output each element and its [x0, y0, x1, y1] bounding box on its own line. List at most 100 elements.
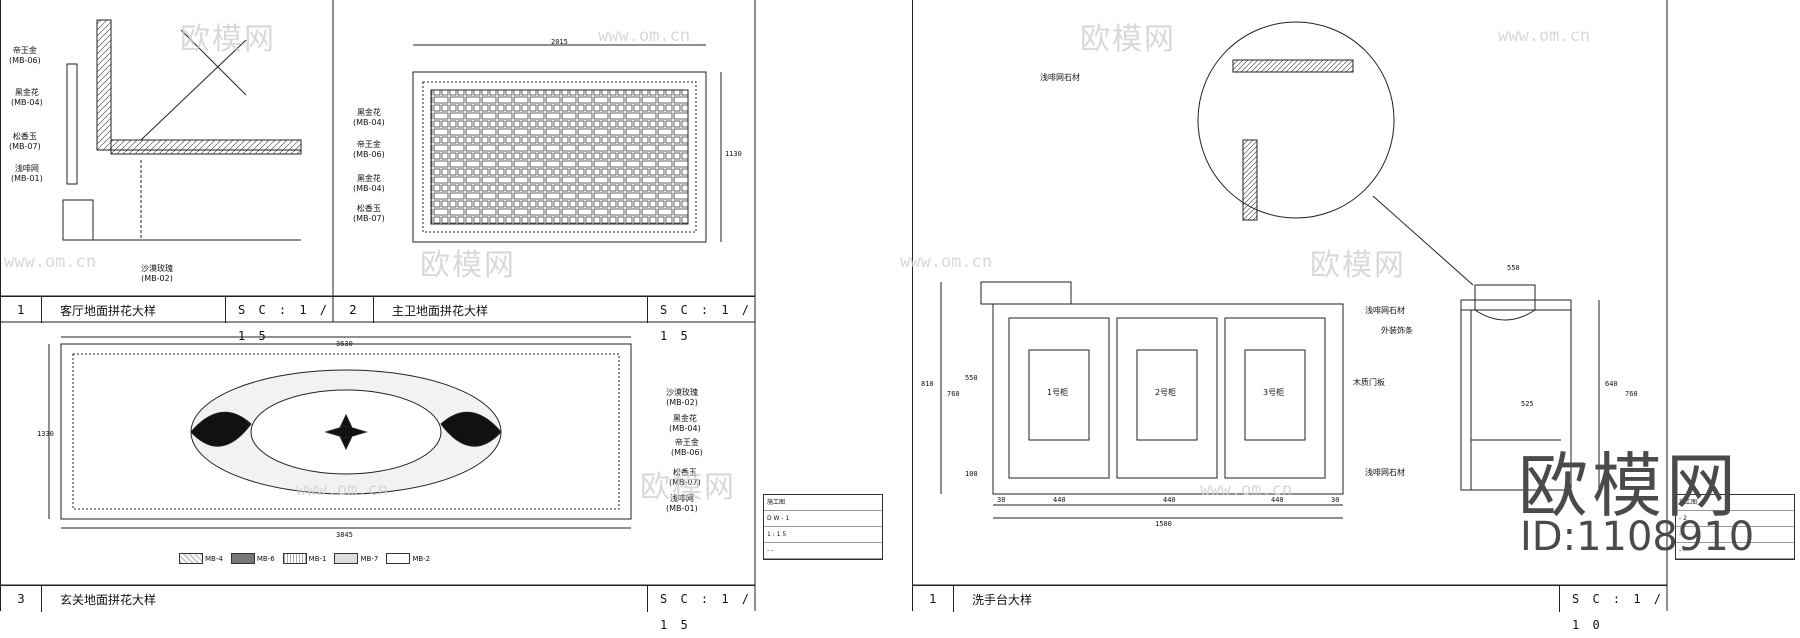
panel3-number: 3 — [1, 586, 42, 612]
panel2-number: 2 — [333, 297, 374, 323]
right-panel1-number: 1 — [913, 586, 954, 612]
label-p2-2: 黑金花(MB-04) — [353, 174, 385, 193]
dim-bottom: 440 — [1053, 496, 1066, 504]
panel1-title: 客厅地面拼花大样 — [60, 303, 157, 318]
dim-bottom: 30 — [997, 496, 1006, 504]
legend-swatch — [334, 553, 359, 564]
watermark-brand: 欧模网 — [1080, 22, 1176, 57]
p3-dim-top: 3630 — [336, 340, 353, 348]
watermark-brand: 欧模网 — [1310, 248, 1406, 283]
label-p1-3: 浅啡网(MB-01) — [11, 164, 43, 183]
brand-logo-text: 欧模网 — [1518, 445, 1740, 527]
panel1-scale: S C : 1 / 1 5 — [225, 297, 333, 343]
panel3-drawing — [48, 336, 632, 529]
legend-swatch — [230, 553, 255, 564]
label-p1-2: 松香玉(MB-07) — [9, 132, 41, 151]
dim-left: 550 — [965, 374, 978, 382]
panel1-drawing — [62, 19, 302, 241]
watermark-url: www.om.cn — [598, 26, 691, 46]
label-p2-0: 黑金花(MB-04) — [353, 108, 385, 127]
watermark-brand: 欧模网 — [640, 470, 736, 505]
label-p3-4: 浅啡网(MB-01) — [666, 494, 698, 513]
legend-item: MB-1 — [282, 553, 326, 564]
panel3-title: 玄关地面拼花大样 — [60, 592, 157, 607]
sheet-gap — [888, 0, 912, 611]
label-stone-side: 浅啡网石材 — [1365, 306, 1405, 315]
dim-side-inner: 525 — [1521, 400, 1534, 408]
label-p1-4: 沙漠玫瑰(MB-02) — [141, 264, 173, 283]
panel1-title-bar: 1 客厅地面拼花大样 S C : 1 / 1 5 — [1, 296, 333, 343]
legend-swatch — [179, 553, 203, 564]
watermark-brand: 欧模网 — [180, 22, 276, 57]
right-drawing-sheet: 浅啡网石材 浅啡网石材 外装饰条 木质门板 浅啡网石材 1号柜 2号柜 3号柜 … — [912, 0, 1800, 632]
tb-row: D W - 1 — [764, 511, 882, 527]
left-sheet-lines — [1, 0, 756, 611]
dim-bottom: 440 — [1163, 496, 1176, 504]
label-p1-0: 帝王金(MB-06) — [9, 46, 41, 65]
label-stone-top: 浅啡网石材 — [1040, 73, 1080, 82]
right-panel1-scale: S C : 1 / 1 0 — [1559, 586, 1667, 632]
tb-row: 施工图 — [764, 495, 882, 511]
label-p1-1: 黑金花(MB-04) — [11, 88, 43, 107]
dim-left: 760 — [947, 390, 960, 398]
vanity-front-elevation — [940, 281, 1344, 519]
label-door-panel: 木质门板 — [1353, 378, 1385, 387]
drawer-label-1: 1号柜 — [1047, 388, 1069, 397]
legend-item: MB-6 — [230, 553, 275, 564]
p2-dim-right: 1130 — [725, 150, 742, 158]
panel3-scale: S C : 1 / 1 5 — [647, 586, 755, 632]
panel2-drawing — [412, 44, 722, 243]
right-title-block: 施工图 - 2 - - - - — [1675, 494, 1795, 560]
watermark-url: www.om.cn — [296, 480, 389, 500]
label-p3-0: 沙漠玫瑰(MB-02) — [666, 388, 698, 407]
p2-dim-top: 2015 — [551, 38, 568, 46]
watermark-brand: 欧模网 — [420, 248, 516, 283]
drawer-label-3: 3号柜 — [1263, 388, 1285, 397]
tb-row: - 2 — [1676, 511, 1794, 527]
panel2-scale: S C : 1 / 1 5 — [647, 297, 755, 343]
left-drawing-sheet: 帝王金(MB-06) 黑金花(MB-04) 松香玉(MB-07) 浅啡网(MB-… — [0, 0, 890, 632]
tb-row: 施工图 — [1676, 495, 1794, 511]
label-trim: 外装饰条 — [1381, 326, 1413, 335]
dim-total: 1500 — [1155, 520, 1172, 528]
right-panel1-title: 洗手台大样 — [972, 592, 1033, 607]
vanity-side-section — [1460, 284, 1600, 491]
legend-swatch — [386, 553, 411, 564]
label-stone-base: 浅啡网石材 — [1365, 468, 1405, 477]
panel2-title: 主卫地面拼花大样 — [392, 303, 489, 318]
dim-side-top: 550 — [1507, 264, 1520, 272]
tb-row: - - — [764, 543, 882, 559]
watermark-url: www.om.cn — [1498, 26, 1591, 46]
label-p3-1: 黑金花(MB-04) — [669, 414, 701, 433]
drawer-label-2: 2号柜 — [1155, 388, 1177, 397]
dim-left: 810 — [921, 380, 934, 388]
right-panel1-title-bar: 1 洗手台大样 S C : 1 / 1 0 — [913, 585, 1667, 632]
panel3-title-bar: 3 玄关地面拼花大样 S C : 1 / 1 5 — [1, 585, 755, 632]
label-p2-3: 松香玉(MB-07) — [353, 204, 385, 223]
dim-side-right: 760 — [1625, 390, 1638, 398]
legend-item: MB-4 — [179, 553, 223, 564]
watermark-url: www.om.cn — [4, 252, 97, 272]
legend-swatch — [282, 553, 307, 564]
tb-row: - - — [1676, 527, 1794, 543]
model-id: ID:1108910 — [1520, 514, 1755, 560]
zoom-detail — [1197, 21, 1474, 286]
label-p3-3: 松香玉(MB-07) — [669, 468, 701, 487]
left-title-block: 施工图 D W - 1 1 : 1 5 - - — [763, 494, 883, 560]
dim-left: 100 — [965, 470, 978, 478]
legend-item: MB-7 — [334, 553, 378, 564]
panel2-title-bar: 2 主卫地面拼花大样 S C : 1 / 1 5 — [333, 296, 755, 343]
dim-side-right: 640 — [1605, 380, 1618, 388]
panel1-number: 1 — [1, 297, 42, 323]
tb-row: 1 : 1 5 — [764, 527, 882, 543]
tb-row: - - — [1676, 543, 1794, 559]
watermark-url: www.om.cn — [1200, 480, 1293, 500]
label-p3-2: 帝王金(MB-06) — [671, 438, 703, 457]
legend-item: MB-2 — [386, 553, 430, 564]
label-p2-1: 帝王金(MB-06) — [353, 140, 385, 159]
dim-bottom: 440 — [1271, 496, 1284, 504]
p3-dim-bottom: 3845 — [336, 531, 353, 539]
dim-bottom: 30 — [1331, 496, 1340, 504]
p3-dim-left: 1330 — [37, 430, 54, 438]
watermark-url: www.om.cn — [900, 252, 993, 272]
